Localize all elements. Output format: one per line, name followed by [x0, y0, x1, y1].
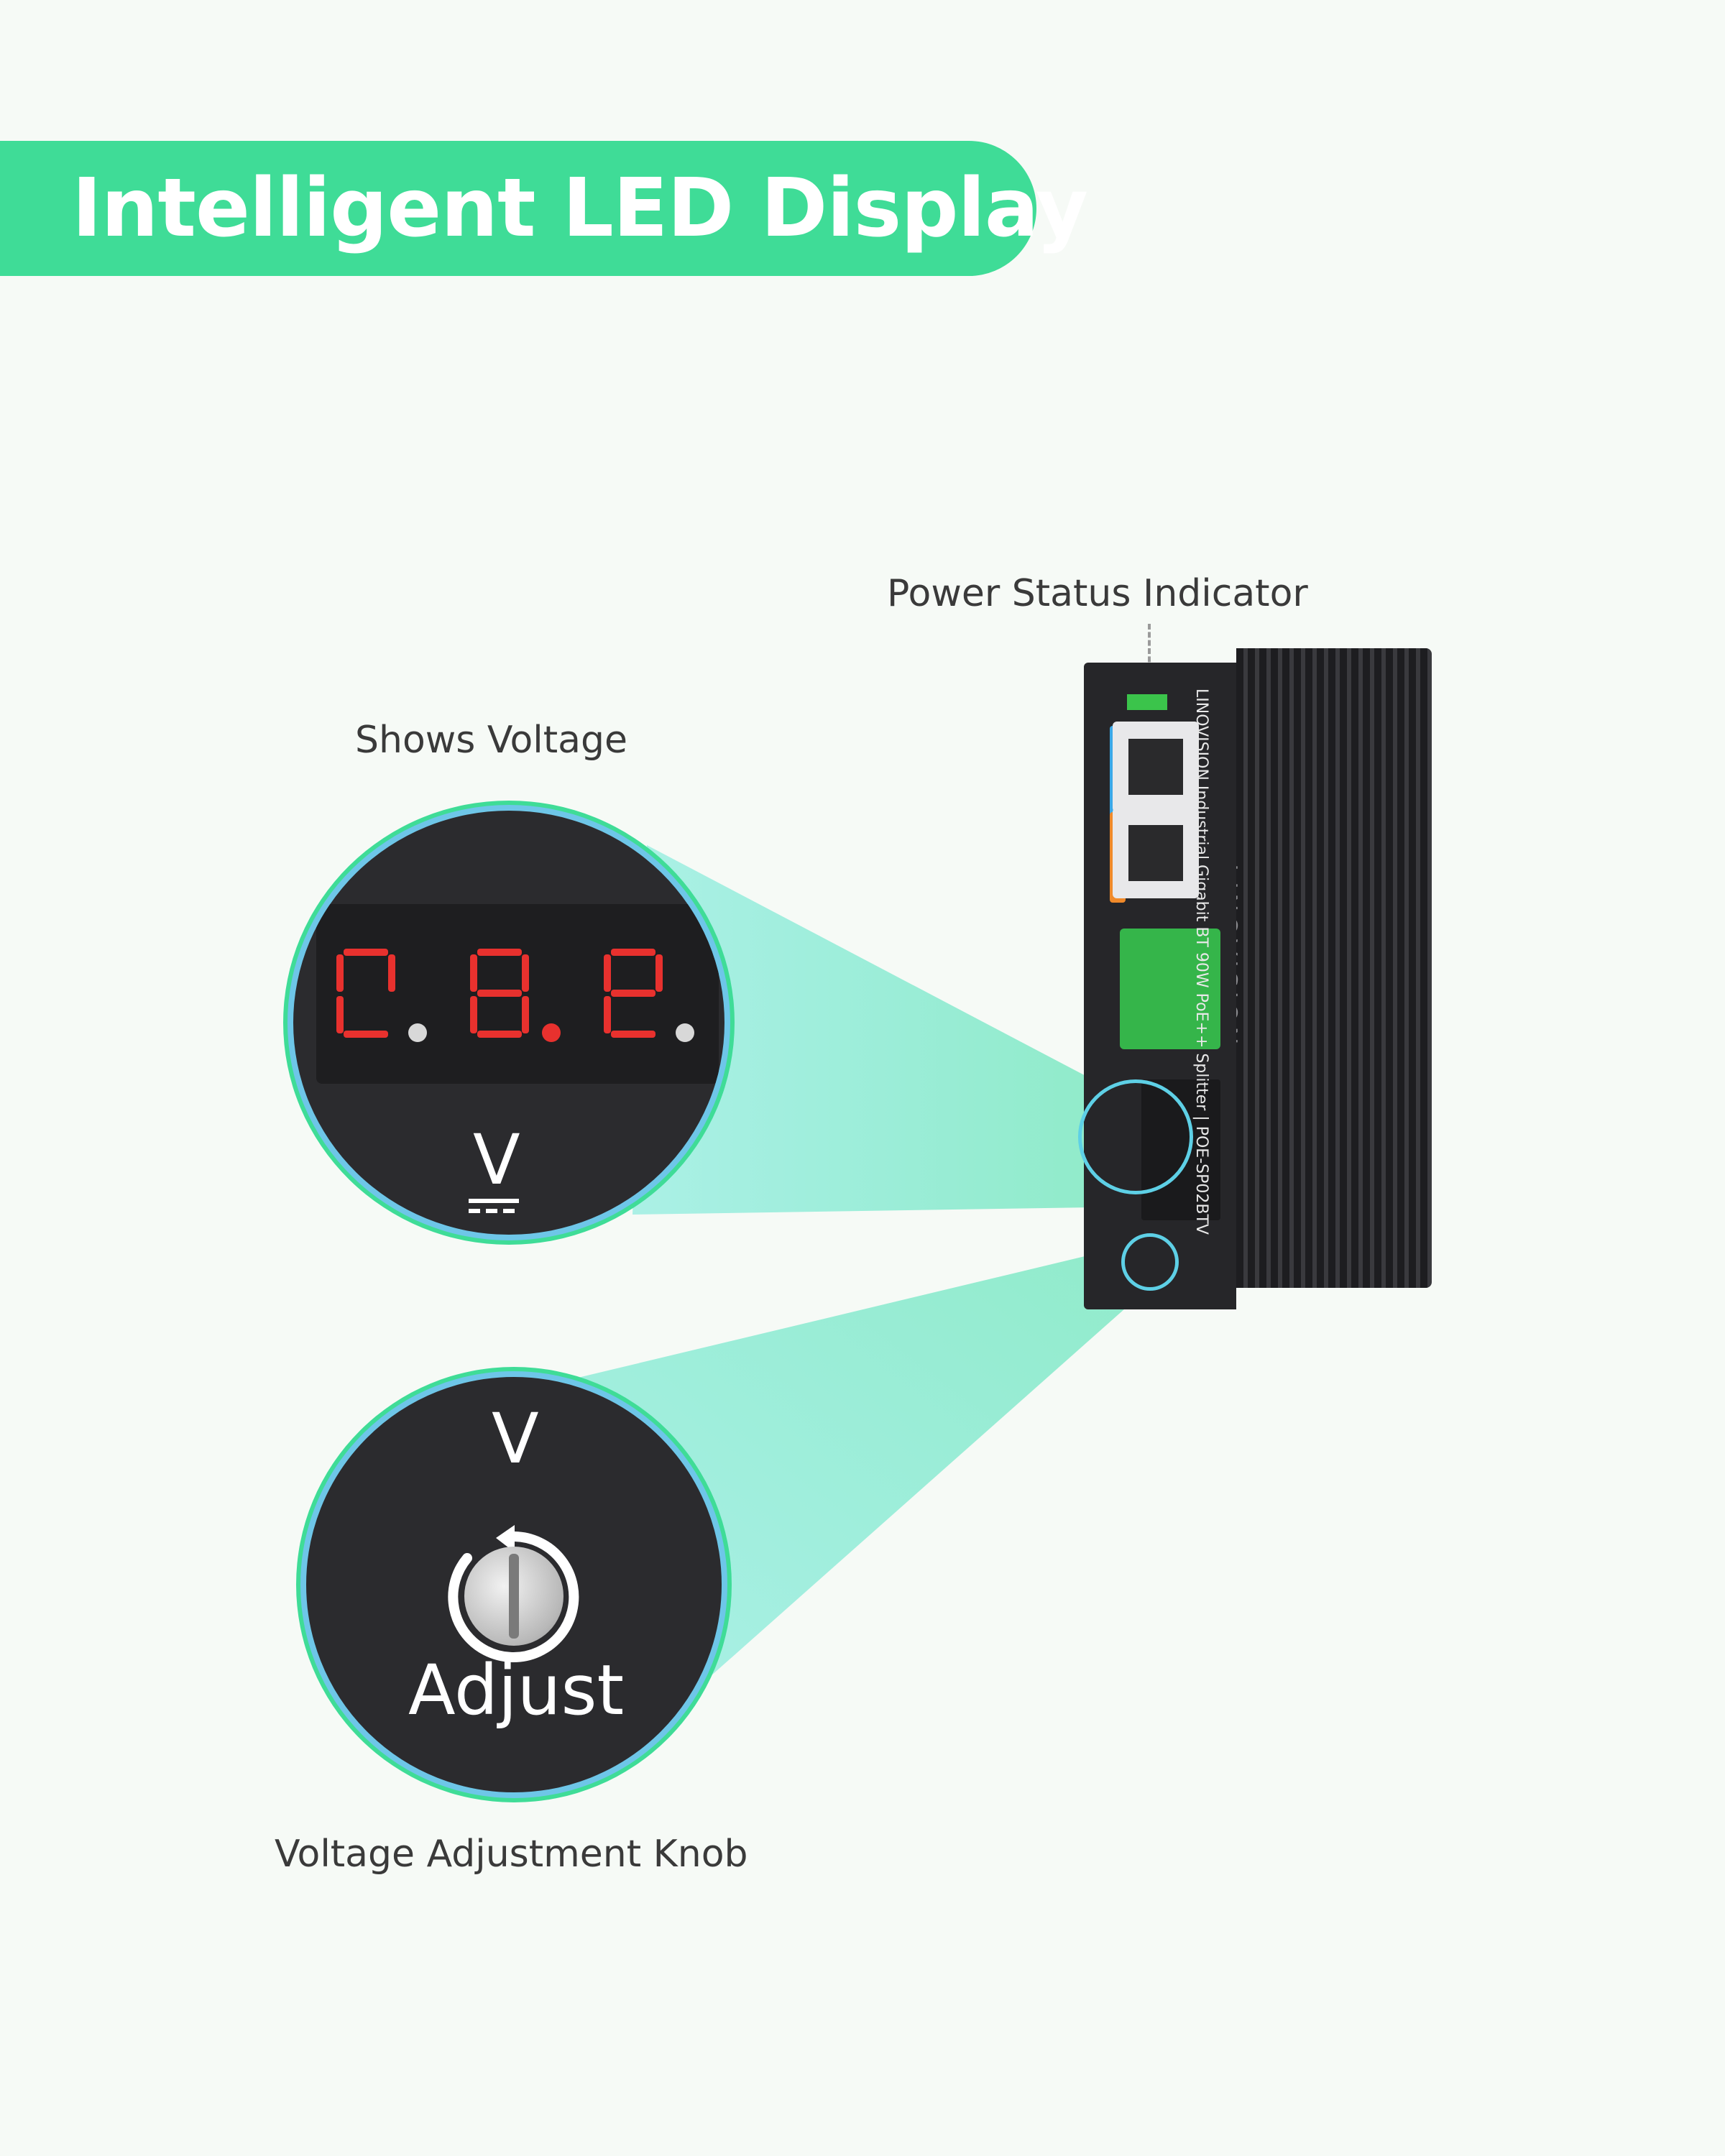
display-highlight-ring: [1078, 1079, 1193, 1194]
adjust-knob-zoom: V Adjust: [300, 1371, 727, 1798]
device-front-label: LINOVISION Industrial Gigabit BT 90W PoE…: [1192, 688, 1210, 1235]
shows-voltage-caption: Shows Voltage: [355, 719, 627, 762]
terminal-block: [1120, 929, 1220, 1049]
device-heatsink: [1236, 648, 1432, 1288]
knob-caption: Voltage Adjustment Knob: [275, 1833, 748, 1876]
decimal-dot: [676, 1023, 694, 1042]
knob-slot: [509, 1554, 519, 1639]
dc-symbol-dashes: [469, 1209, 519, 1213]
rotate-arrow-icon: [448, 1525, 579, 1662]
pwr-led-icon: [1127, 694, 1167, 710]
voltage-knob[interactable]: [464, 1547, 564, 1646]
decimal-dot: [408, 1023, 427, 1042]
page-title: Intelligent LED Display: [72, 162, 1088, 255]
power-status-caption: Power Status Indicator: [887, 572, 1308, 615]
poe-input-port[interactable]: [1113, 808, 1199, 898]
led-panel: [316, 904, 719, 1084]
poe-splitter-device: LINOVISION LINOVISION Industrial Gigabit…: [1078, 648, 1432, 1309]
data-output-port[interactable]: [1113, 722, 1199, 812]
led-digit: [336, 949, 395, 1038]
voltage-unit-symbol: V: [473, 1120, 520, 1200]
led-display-zoom: V: [288, 805, 730, 1240]
adjust-label: Adjust: [408, 1650, 625, 1731]
beam-display: [632, 845, 1092, 1215]
dc-symbol-line: [469, 1199, 519, 1203]
led-digit: [604, 949, 663, 1038]
led-digit: [470, 949, 529, 1038]
knob-unit-symbol: V: [492, 1399, 539, 1479]
decimal-dot: [542, 1023, 561, 1042]
knob-highlight-ring: [1121, 1233, 1179, 1291]
title-banner: Intelligent LED Display: [0, 141, 1088, 276]
